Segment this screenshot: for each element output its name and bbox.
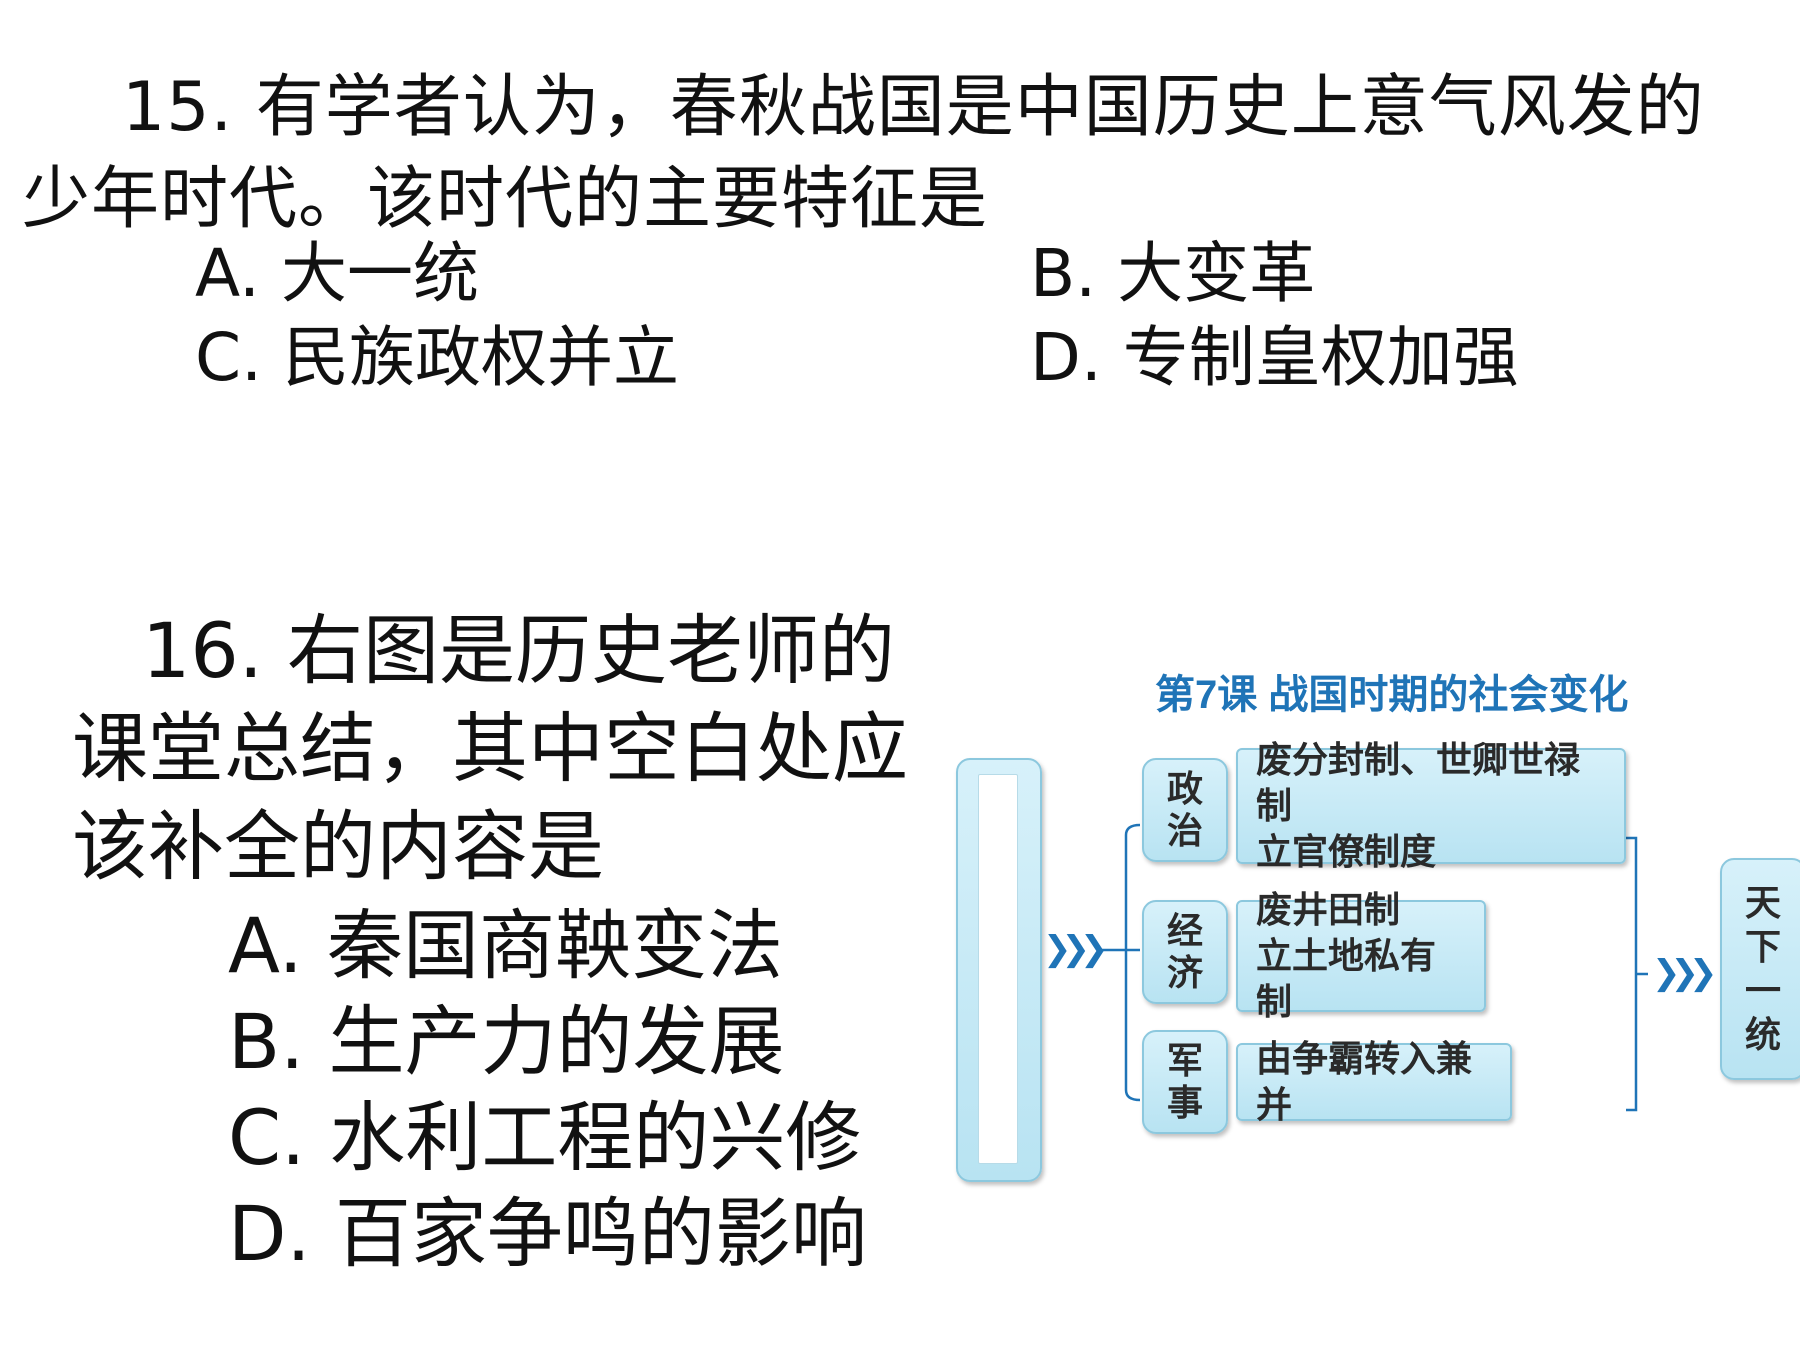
category-economy-char-2: 济	[1166, 952, 1203, 993]
category-politics-char-1: 政	[1166, 768, 1203, 809]
category-politics-char-2: 治	[1166, 810, 1203, 851]
diagram-title: 第7课 战国时期的社会变化	[1155, 673, 1629, 717]
q15-option-a: A. 大一统	[195, 235, 479, 312]
q15-option-c: C. 民族政权并立	[195, 319, 680, 396]
result-char-2: 下	[1744, 926, 1781, 967]
military-line-1: 由争霸转入兼并	[1256, 1038, 1473, 1125]
q16-option-b: B. 生产力的发展	[228, 997, 785, 1086]
economy-line-2: 立土地私有制	[1256, 935, 1437, 1022]
category-politics: 政治	[1142, 758, 1228, 862]
category-military: 军事	[1142, 1030, 1228, 1134]
q15-option-d: D. 专制皇权加强	[1030, 319, 1519, 396]
q16-option-c: C. 水利工程的兴修	[228, 1093, 862, 1182]
result-char-4: 统	[1744, 1014, 1781, 1055]
result-unification-box: 天 下 一 统	[1720, 858, 1800, 1080]
category-economy-char-1: 经	[1166, 910, 1203, 951]
category-military-char-2: 事	[1166, 1082, 1203, 1123]
economy-content-box: 废井田制 立土地私有制	[1236, 889, 1486, 1022]
blank-fill-area	[978, 774, 1018, 1164]
politics-line-1: 废分封制、世卿世禄制	[1256, 739, 1581, 826]
question-15-stem: 15. 有学者认为，春秋战国是中国历史上意气风发的少年时代。该时代的主要特征是	[22, 68, 1705, 239]
politics-content-box: 废分封制、世卿世禄制 立官僚制度	[1236, 739, 1626, 872]
question-16-stem: 16. 右图是历史老师的课堂总结，其中空白处应该补全的内容是	[72, 606, 908, 891]
blank-cause-box	[956, 758, 1042, 1182]
result-char-3: 一	[1744, 970, 1781, 1011]
category-military-char-1: 军	[1166, 1040, 1203, 1081]
economy-line-1: 废井田制	[1256, 889, 1401, 930]
politics-line-2: 立官僚制度	[1256, 831, 1437, 872]
category-economy: 经济	[1142, 900, 1228, 1004]
military-content-box: 由争霸转入兼并	[1236, 1038, 1512, 1125]
double-arrow-icon: ❯❯❯	[1652, 953, 1718, 993]
connector-lines	[1102, 823, 1648, 1112]
q15-option-b: B. 大变革	[1030, 235, 1316, 312]
q16-option-a: A. 秦国商鞅变法	[228, 901, 783, 990]
lesson-summary-diagram: 第7课 战国时期的社会变化 ❯❯❯ 政治 废分封制、世卿世禄制 立官僚制度 经济…	[940, 650, 1800, 1210]
result-char-1: 天	[1744, 882, 1781, 923]
q16-option-d: D. 百家争鸣的影响	[228, 1189, 867, 1278]
double-arrow-icon: ❯❯❯	[1043, 929, 1109, 969]
